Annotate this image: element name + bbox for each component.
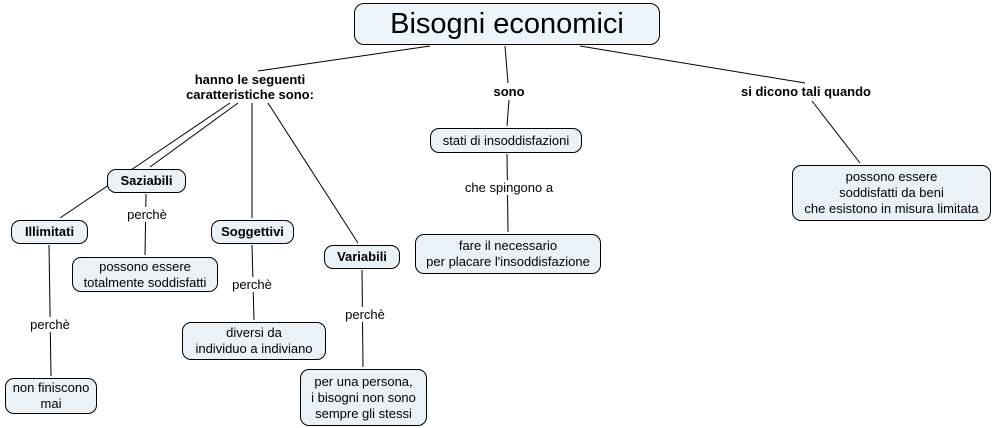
edge-label-che-spingono: che spingono a xyxy=(460,180,558,195)
node-saziabili-detail: possono essere totalmente soddisfatti xyxy=(72,257,218,292)
node-saziabili: Saziabili xyxy=(107,169,186,193)
node-fare-necessario: fare il necessario per placare l'insoddi… xyxy=(415,234,601,274)
edge-label-perche-saziabili: perchè xyxy=(123,207,171,222)
node-variabili: Variabili xyxy=(324,245,400,269)
edge-title-sono xyxy=(504,45,509,84)
node-illimitati-detail: non finiscono mai xyxy=(5,378,97,414)
edge-title-caratteristiche xyxy=(257,45,431,72)
edge-label-perche-soggettivi: perchè xyxy=(228,277,276,292)
branch-label-si-dicono: si dicono tali quando xyxy=(735,84,877,99)
edge-title-sidicono xyxy=(579,45,806,84)
edge-sidicono-possono xyxy=(811,100,861,164)
node-stati-insoddisfazioni: stati di insoddisfazioni xyxy=(430,128,582,153)
branch-label-caratteristiche: hanno le seguenti caratteristiche sono: xyxy=(175,72,325,102)
node-soggettivi: Soggettivi xyxy=(211,220,294,244)
branch-label-sono: sono xyxy=(487,84,531,99)
node-illimitati: Illimitati xyxy=(11,220,88,244)
node-variabili-detail: per una persona, i bisogni non sono semp… xyxy=(300,369,427,426)
node-title: Bisogni economici xyxy=(354,3,660,45)
edge-label-perche-variabili: perchè xyxy=(341,307,389,322)
edge-sono-stati xyxy=(506,99,510,127)
node-soggettivi-detail: diversi da individuo a indiviano xyxy=(182,322,326,360)
node-possono-essere-soddisfatti: possono essere soddisfatti da beni che e… xyxy=(792,165,991,221)
edge-saziabili-detail xyxy=(144,193,147,256)
edge-label-perche-illimitati: perchè xyxy=(26,317,74,332)
edge-caratteristiche-illimitati xyxy=(59,102,231,219)
edge-illimitati-detail xyxy=(48,244,52,377)
edge-caratteristiche-saziabili xyxy=(149,102,239,168)
edge-caratteristiche-variabili xyxy=(267,102,359,244)
